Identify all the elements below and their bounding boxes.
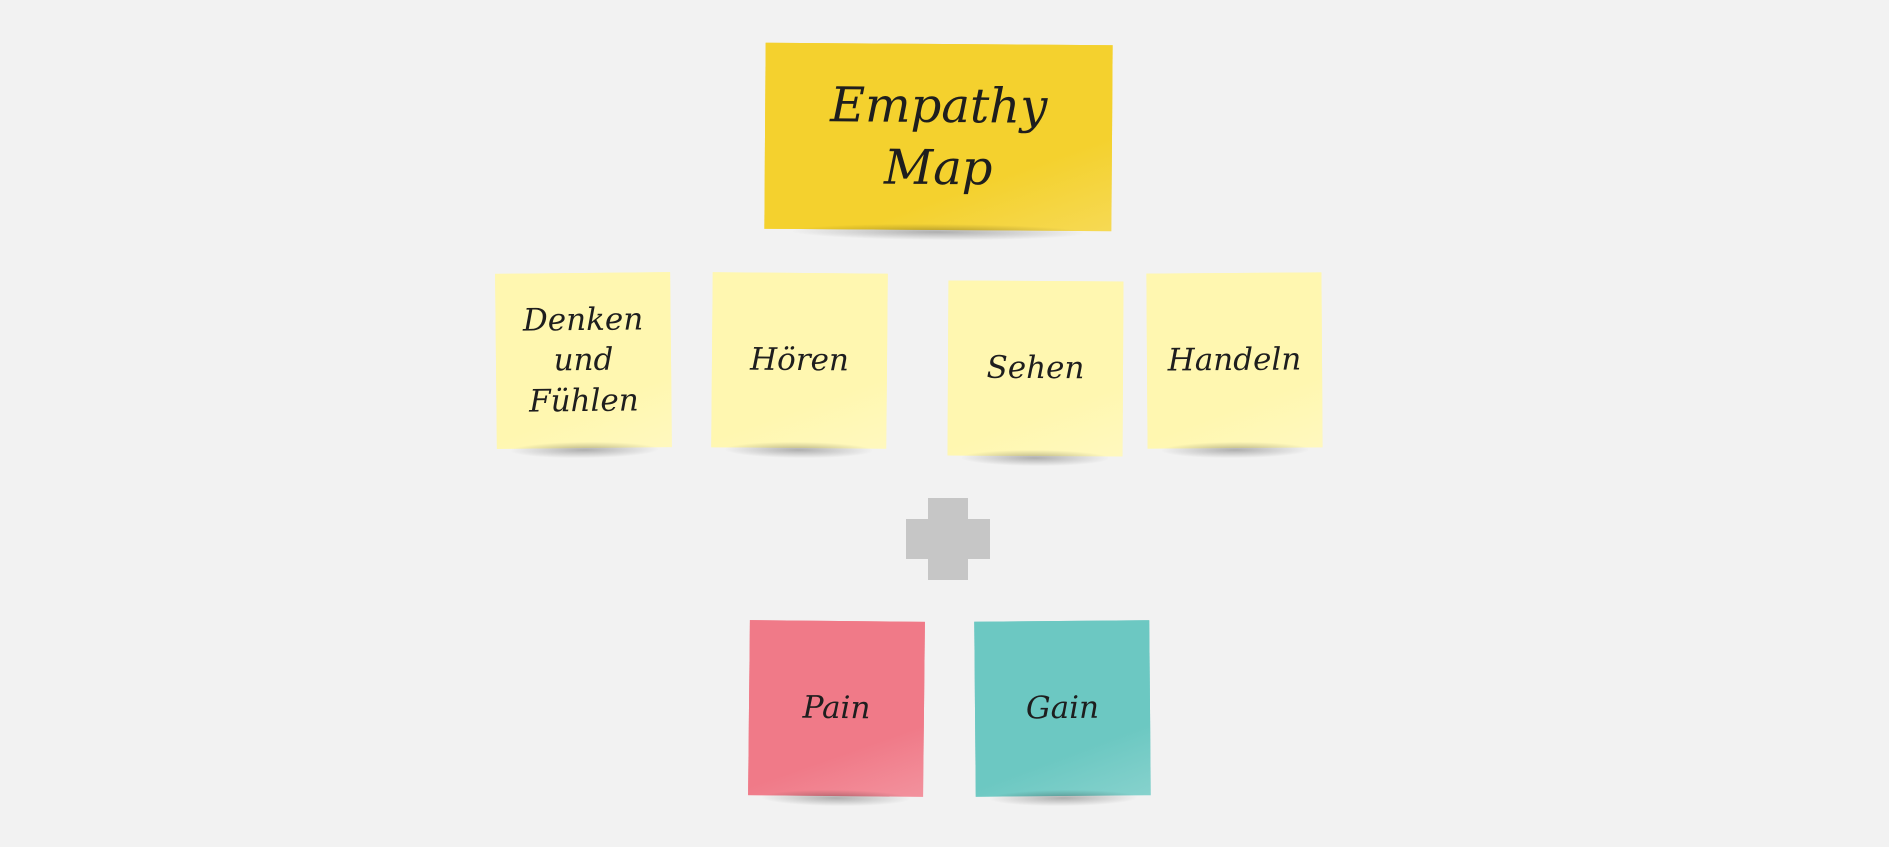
sticky-note-denken-und-fuehlen[interactable]: Denken und Fühlen [495,272,672,449]
sticky-note-pain[interactable]: Pain [748,620,925,797]
sticky-note-handeln[interactable]: Handeln [1146,272,1323,449]
sticky-note-text: Handeln [1167,341,1302,379]
plus-icon-horizontal-bar [906,519,990,559]
sticky-note-text: Gain [1025,690,1100,727]
sticky-note-text: Denken und Fühlen [522,301,644,420]
sticky-note-text: Pain [802,689,871,727]
sticky-note-text: Sehen [986,350,1085,387]
sticky-note-title[interactable]: Empathy Map [764,42,1113,232]
sticky-note-title-text: Empathy Map [829,76,1048,197]
sticky-note-sehen[interactable]: Sehen [947,280,1124,457]
sticky-note-text: Hören [749,341,850,379]
sticky-note-gain[interactable]: Gain [974,620,1151,797]
plus-icon [906,498,990,580]
sticky-note-hoeren[interactable]: Hören [711,272,888,449]
